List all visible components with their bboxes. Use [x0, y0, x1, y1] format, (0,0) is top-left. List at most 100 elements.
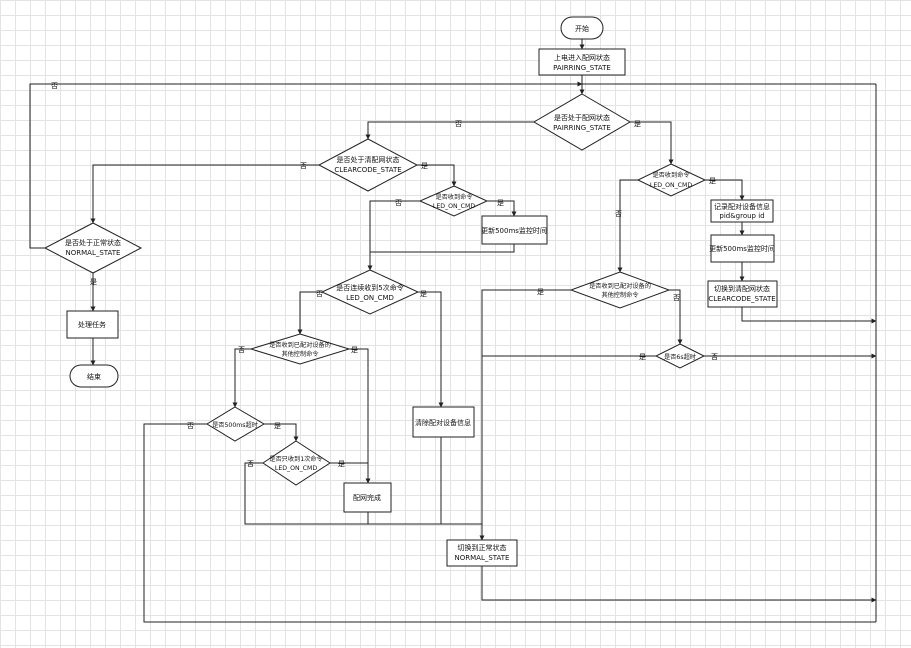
- edge-isclearcode-yes: [417, 164, 457, 187]
- node-is-pairing-line1: 是否处于配网状态: [554, 113, 610, 122]
- node-process-task-label: 处理任务: [78, 320, 106, 329]
- node-recv-paired-ctrl-b-line2: 其他控制命令: [601, 291, 639, 299]
- label-ispairing-yes: 是: [634, 120, 641, 128]
- node-start-label: 开始: [575, 24, 589, 33]
- node-switch-clearcode[interactable]: 切换到清配网状态 CLEARCODE_STATE: [707, 280, 778, 308]
- label-1time-yes: 是: [338, 460, 345, 468]
- edge-pairedb-yes: [481, 289, 571, 540]
- node-update-timer-b-label: 更新500ms监控时间: [709, 244, 775, 253]
- node-switch-normal-line2: NORMAL_STATE: [455, 554, 510, 562]
- node-power-on-line1: 上电进入配网状态: [554, 53, 610, 62]
- edge-recvcmdb-no: [617, 179, 638, 273]
- node-is-clearcode[interactable]: 是否处于清配网状态 CLEARCODE_STATE: [317, 138, 419, 192]
- node-recv-paired-ctrl-b[interactable]: 是否收到已配对设备的 其他控制命令: [569, 271, 671, 309]
- node-timeout-6s-label: 是否6s超时: [664, 353, 696, 361]
- edge-pairedb-no: [669, 289, 683, 345]
- node-recv-paired-ctrl-a[interactable]: 是否收到已配对设备的 其他控制命令: [249, 333, 351, 365]
- label-pairedb-no: 否: [673, 294, 680, 302]
- edge-isnormal-no: [29, 81, 583, 249]
- edge-5times-yes: [418, 291, 444, 408]
- edge-switchnormal-bus: [481, 566, 877, 603]
- node-is-normal-line2: NORMAL_STATE: [66, 249, 121, 257]
- node-is-pairing[interactable]: 是否处于配网状态 PAIRRING_STATE: [533, 93, 631, 151]
- node-recv-5-times-line2: LED_ON_CMD: [346, 294, 394, 302]
- label-recvcmda-no: 否: [395, 199, 402, 207]
- edge-switchcc-bus: [741, 307, 877, 324]
- label-6s-yes: 是: [639, 353, 646, 361]
- label-1time-no: 否: [247, 460, 254, 468]
- node-power-on-line2: PAIRRING_STATE: [553, 64, 611, 72]
- label-5times-yes: 是: [420, 290, 427, 298]
- label-paireda-yes: 是: [351, 346, 358, 354]
- node-recv-cmd-a-line2: LED_ON_CMD: [433, 203, 475, 210]
- label-recvcmda-yes: 是: [497, 199, 504, 207]
- edge-500ms-no: [143, 423, 876, 623]
- label-isnormal-no: 否: [51, 82, 58, 90]
- node-clear-paired-label: 清除配对设备信息: [415, 418, 471, 427]
- node-recv-paired-ctrl-a-line2: 其他控制命令: [281, 350, 319, 358]
- node-clear-paired[interactable]: 清除配对设备信息: [412, 406, 475, 438]
- node-is-clearcode-line2: CLEARCODE_STATE: [334, 166, 401, 174]
- label-6s-no: 否: [711, 353, 718, 361]
- node-recv-cmd-b[interactable]: 是否收到命令 LED_ON_CMD: [636, 163, 707, 197]
- edge-1time-no: [244, 462, 482, 525]
- label-5times-no: 否: [316, 290, 323, 298]
- node-recv-paired-ctrl-b-line1: 是否收到已配对设备的: [589, 282, 651, 290]
- node-recv-1-time-line2: LED_ON_CMD: [275, 465, 317, 472]
- label-ispairing-no: 否: [455, 120, 462, 128]
- edge-recvcmda-yes: [487, 200, 517, 217]
- edge-5times-no: [297, 291, 322, 335]
- node-timeout-6s[interactable]: 是否6s超时: [654, 343, 706, 369]
- node-power-on[interactable]: 上电进入配网状态 PAIRRING_STATE: [538, 48, 626, 76]
- node-pair-done-label: 配网完成: [353, 493, 381, 502]
- edge-recvcmda-no: [369, 200, 420, 270]
- node-switch-clearcode-line1: 切换到清配网状态: [714, 284, 770, 293]
- node-record-info-line2: pid&group id: [719, 212, 764, 220]
- node-end[interactable]: 结束: [69, 364, 119, 388]
- node-is-pairing-line2: PAIRRING_STATE: [553, 124, 611, 132]
- node-update-timer-a-label: 更新500ms监控时间: [481, 226, 547, 235]
- label-isclearcode-yes: 是: [421, 162, 428, 170]
- node-recv-1-time[interactable]: 是否只收到1次命令 LED_ON_CMD: [262, 440, 331, 486]
- label-paireda-no: 否: [238, 346, 245, 354]
- node-switch-normal[interactable]: 切换到正常状态 NORMAL_STATE: [446, 539, 518, 567]
- node-recv-cmd-b-line2: LED_ON_CMD: [650, 182, 692, 189]
- edge-paireda-no: [232, 348, 251, 408]
- nodes: 开始 上电进入配网状态 PAIRRING_STATE 是否处于配网状态 PAIR…: [43, 16, 778, 567]
- node-recv-5-times-line1: 是否连续收到5次命令: [336, 283, 403, 292]
- node-recv-cmd-b-line1: 是否收到命令: [652, 171, 690, 179]
- label-recvcmdb-yes: 是: [709, 177, 716, 185]
- label-recvcmdb-no: 否: [615, 210, 622, 218]
- node-start[interactable]: 开始: [560, 16, 604, 40]
- node-process-task[interactable]: 处理任务: [66, 310, 119, 339]
- label-pairedb-yes: 是: [537, 288, 544, 296]
- node-timeout-500ms-label: 是否500ms超时: [212, 421, 258, 429]
- edge-recvcmdb-yes: [705, 179, 745, 201]
- label-isclearcode-no: 否: [300, 162, 307, 170]
- node-update-timer-b[interactable]: 更新500ms监控时间: [709, 234, 775, 263]
- node-update-timer-a[interactable]: 更新500ms监控时间: [481, 215, 548, 245]
- node-recv-5-times[interactable]: 是否连续收到5次命令 LED_ON_CMD: [320, 269, 420, 315]
- node-is-normal[interactable]: 是否处于正常状态 NORMAL_STATE: [43, 222, 143, 274]
- node-is-clearcode-line1: 是否处于清配网状态: [337, 155, 400, 164]
- edge-paireda-yes: [349, 348, 371, 484]
- node-record-info[interactable]: 记录配对设备信息 pid&group id: [710, 199, 774, 223]
- edge-ispairing-no: [365, 121, 534, 140]
- node-recv-cmd-a-line1: 是否收到命令: [435, 193, 473, 201]
- node-switch-clearcode-line2: CLEARCODE_STATE: [708, 295, 775, 303]
- node-recv-cmd-a[interactable]: 是否收到命令 LED_ON_CMD: [418, 185, 489, 217]
- node-timeout-500ms[interactable]: 是否500ms超时: [206, 406, 265, 442]
- edge-labels: 否 否 是 否 是 是 否 否 是 是 否 是 是 否 否 是 是 否 否 是 …: [51, 82, 718, 468]
- node-is-normal-line1: 是否处于正常状态: [65, 238, 121, 247]
- edge-500ms-yes: [264, 423, 299, 442]
- edges: [29, 39, 877, 623]
- node-record-info-line1: 记录配对设备信息: [714, 202, 770, 211]
- edge-updatea-5times: [367, 244, 515, 271]
- node-pair-done[interactable]: 配网完成: [343, 482, 392, 513]
- node-end-label: 结束: [87, 372, 101, 381]
- node-recv-paired-ctrl-a-line1: 是否收到已配对设备的: [269, 341, 331, 349]
- edge-isclearcode-no: [90, 164, 319, 224]
- edge-ispairing-yes: [630, 121, 674, 165]
- node-recv-1-time-line1: 是否只收到1次命令: [269, 455, 323, 463]
